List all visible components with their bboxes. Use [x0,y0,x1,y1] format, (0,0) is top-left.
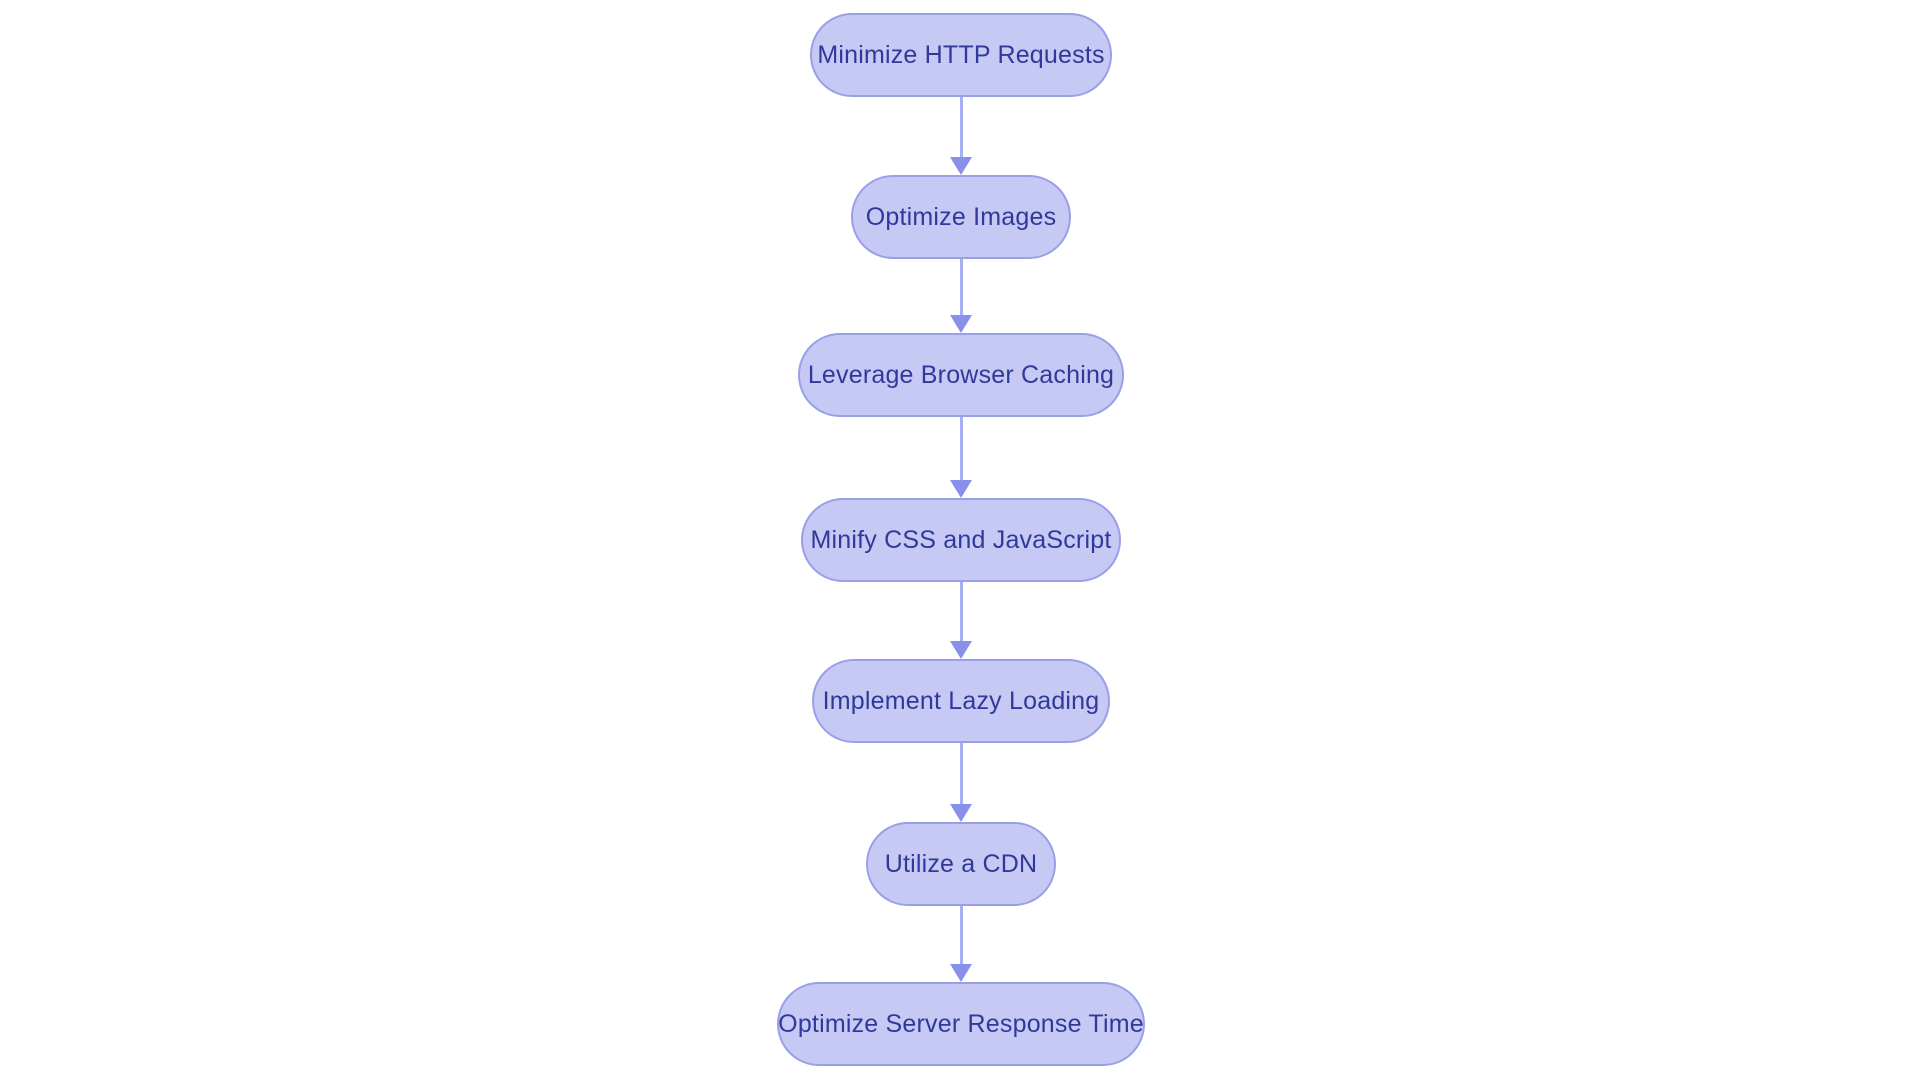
flow-arrow-5-to-6 [950,743,972,822]
flow-node-label: Implement Lazy Loading [822,686,1100,715]
arrow-down-icon [950,157,972,175]
flow-arrow-1-to-2 [950,97,972,175]
flow-node-label: Minify CSS and JavaScript [810,525,1112,554]
flow-arrow-6-to-7 [950,906,972,982]
arrow-stem [959,743,963,804]
arrow-stem [959,259,963,315]
flow-arrow-2-to-3 [950,259,972,333]
flow-node-utilize-a-cdn: Utilize a CDN [866,822,1056,906]
arrow-down-icon [950,480,972,498]
flow-node-label: Utilize a CDN [884,849,1038,878]
arrow-stem [959,582,963,641]
flow-node-minify-css-and-javascript: Minify CSS and JavaScript [801,498,1121,582]
arrow-stem [959,906,963,964]
flow-node-label: Minimize HTTP Requests [817,40,1105,69]
arrow-down-icon [950,804,972,822]
arrow-down-icon [950,641,972,659]
flow-arrow-4-to-5 [950,582,972,659]
arrow-down-icon [950,964,972,982]
flow-arrow-3-to-4 [950,417,972,498]
flow-node-label: Optimize Server Response Time [778,1009,1144,1038]
flow-node-optimize-server-response-time: Optimize Server Response Time [777,982,1145,1066]
arrow-down-icon [950,315,972,333]
flow-node-label: Optimize Images [865,202,1057,231]
arrow-stem [959,97,963,157]
arrow-stem [959,417,963,480]
flow-node-label: Leverage Browser Caching [807,360,1115,389]
flow-node-minimize-http-requests: Minimize HTTP Requests [810,13,1112,97]
flow-node-implement-lazy-loading: Implement Lazy Loading [812,659,1110,743]
flow-node-optimize-images: Optimize Images [851,175,1071,259]
flow-node-leverage-browser-caching: Leverage Browser Caching [798,333,1124,417]
